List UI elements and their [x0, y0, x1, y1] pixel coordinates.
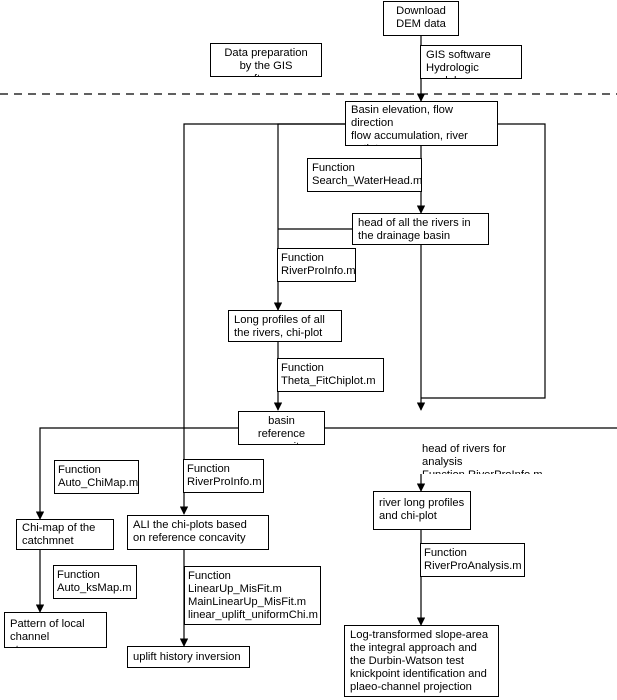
function-riverproinfo-box-2: Function RiverProInfo.m	[183, 459, 264, 493]
gis-software-box: GIS software Hydrologic module	[420, 45, 522, 79]
pattern-local-steepness-box: Pattern of local channel steepness	[4, 612, 107, 648]
chi-map-box: Chi-map of the catchmnet	[16, 519, 114, 550]
function-riverproanalysis-box: Function RiverProAnalysis.m	[420, 543, 525, 577]
download-dem-box: Download DEM data	[383, 1, 459, 36]
log-transformed-box: Log-transformed slope-area the integral …	[344, 625, 499, 697]
ali-chi-plots-box: ALI the chi-plots based on reference con…	[127, 515, 269, 550]
function-search-waterhead-box: Function Search_WaterHead.m	[307, 158, 422, 192]
basin-reference-concavity-box: basin reference concavity	[238, 411, 325, 445]
line-concavity-to-chimap	[39, 427, 238, 516]
data-preparation-box: Data preparation by the GIS softwares	[210, 43, 322, 77]
function-theta-fitchiplot-box: Function Theta_FitChiplot.m	[277, 358, 384, 392]
basin-elevation-box: Basin elevation, flow direction flow acc…	[345, 101, 498, 146]
line-basin-right-loop	[421, 123, 546, 399]
head-rivers-analysis-label: head of rivers for analysis Function Riv…	[418, 440, 553, 474]
function-auto-ksmap-box: Function Auto_ksMap.m	[53, 565, 137, 599]
river-long-profiles-box: river long profiles and chi-plot	[373, 491, 471, 530]
uplift-history-box: uplift history inversion	[127, 646, 250, 668]
long-profiles-box: Long profiles of all the rivers, chi-plo…	[228, 310, 342, 342]
function-riverproinfo-box-1: Function RiverProInfo.m	[277, 248, 356, 282]
line-basin-to-ali	[183, 123, 345, 510]
head-all-rivers-box: head of all the rivers in the drainage b…	[352, 213, 489, 245]
function-linear-misfit-box: Function LinearUp_MisFit.m MainLinearUp_…	[184, 566, 321, 625]
function-auto-chimap-box: Function Auto_ChiMap.m	[54, 460, 139, 494]
